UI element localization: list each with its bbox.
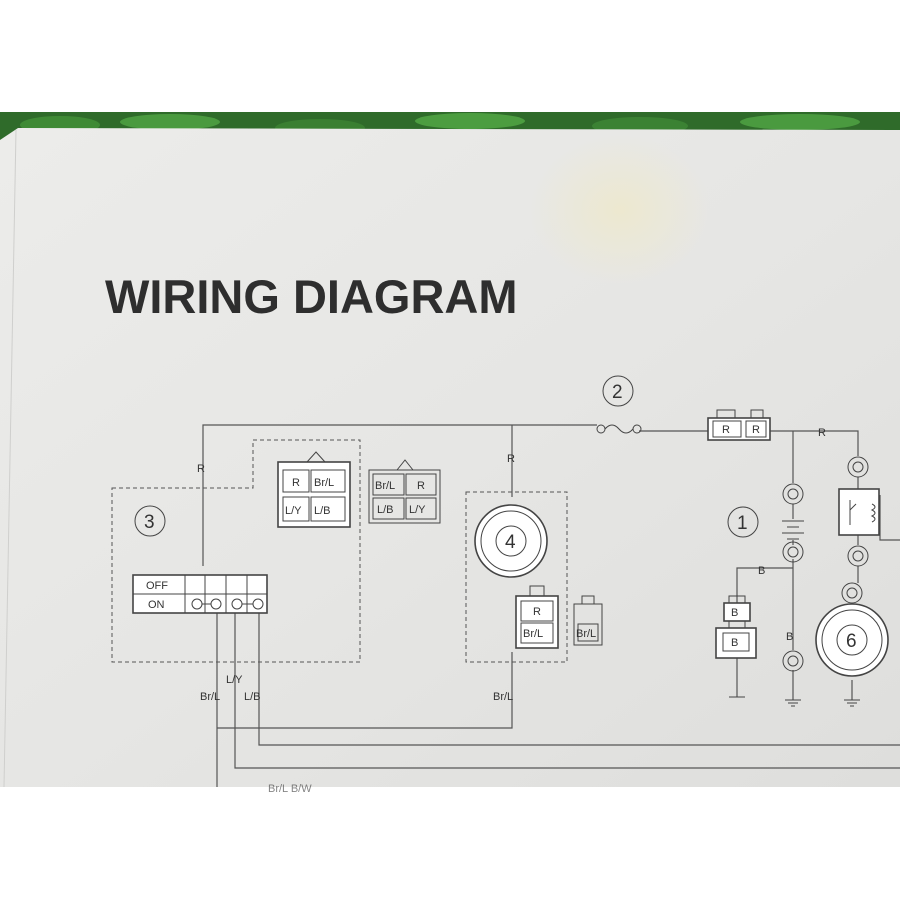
relay-connector: R Br/L — [515, 585, 559, 649]
svg-text:Br/L: Br/L — [314, 477, 334, 489]
wire-label-relay-out: Br/L — [493, 691, 513, 703]
switch-connector-b: Br/L R L/B L/Y — [368, 459, 441, 524]
starter-relay-unit — [838, 488, 880, 536]
starter-motor — [815, 603, 889, 677]
fuse-callout: 2 — [602, 375, 634, 407]
svg-text:1: 1 — [737, 513, 748, 534]
svg-text:4: 4 — [505, 532, 516, 553]
wire-label-relay-feed: R — [507, 453, 515, 465]
main-switch-outline — [111, 439, 361, 663]
wire-label-battery-neg: B — [758, 565, 765, 577]
wire-label-battery-ground: B — [786, 631, 793, 643]
wire-label-right-feed: R — [818, 427, 826, 439]
starter-relay-callout: 4 — [495, 525, 527, 557]
svg-text:2: 2 — [612, 382, 623, 403]
svg-text:Br/L: Br/L — [375, 480, 395, 492]
starter-relay-coil — [474, 504, 548, 578]
relay-terminal-bottom — [847, 545, 869, 567]
svg-text:R: R — [292, 477, 300, 489]
svg-text:R: R — [722, 424, 730, 436]
motor-terminal — [841, 582, 863, 604]
ground-symbols — [729, 696, 860, 707]
battery-ground-terminal — [782, 650, 804, 672]
svg-text:L/B: L/B — [314, 505, 331, 517]
bottom-partial-label: Br/L B/W — [268, 783, 312, 795]
wire-label-switch-center: L/Y — [226, 674, 243, 686]
paper-page — [0, 128, 900, 788]
switch-position-table: OFF ON — [132, 574, 268, 614]
svg-text:6: 6 — [846, 631, 857, 652]
relay-terminal-top — [847, 456, 869, 478]
relay-plug: Br/L — [573, 595, 603, 646]
svg-text:L/B: L/B — [377, 504, 394, 516]
svg-text:R: R — [752, 424, 760, 436]
starter-relay-outline — [465, 491, 568, 663]
battery-connector: B B — [715, 595, 757, 659]
switch-connector-a: R Br/L L/Y L/B — [277, 451, 351, 528]
wire-label-switch-right: L/B — [244, 691, 261, 703]
wires — [202, 424, 900, 787]
svg-text:L/Y: L/Y — [285, 505, 302, 517]
wire-label-switch-feed: R — [197, 463, 205, 475]
switch-on-label: ON — [148, 599, 165, 611]
main-switch-callout: 3 — [134, 505, 166, 537]
svg-text:R: R — [533, 606, 541, 618]
switch-off-label: OFF — [146, 580, 168, 592]
svg-text:B: B — [731, 607, 738, 619]
wire-label-switch-left: Br/L — [200, 691, 220, 703]
svg-text:R: R — [417, 480, 425, 492]
svg-text:3: 3 — [144, 512, 155, 533]
svg-text:L/Y: L/Y — [409, 504, 426, 516]
battery — [782, 483, 804, 563]
svg-text:B: B — [731, 637, 738, 649]
svg-text:Br/L: Br/L — [523, 628, 543, 640]
fuse — [596, 424, 642, 434]
starter-motor-callout: 6 — [836, 624, 868, 656]
svg-text:Br/L: Br/L — [576, 628, 596, 640]
fuse-connector: R R — [707, 409, 771, 441]
page-title: WIRING DIAGRAM — [105, 270, 518, 323]
battery-callout: 1 — [727, 506, 759, 538]
